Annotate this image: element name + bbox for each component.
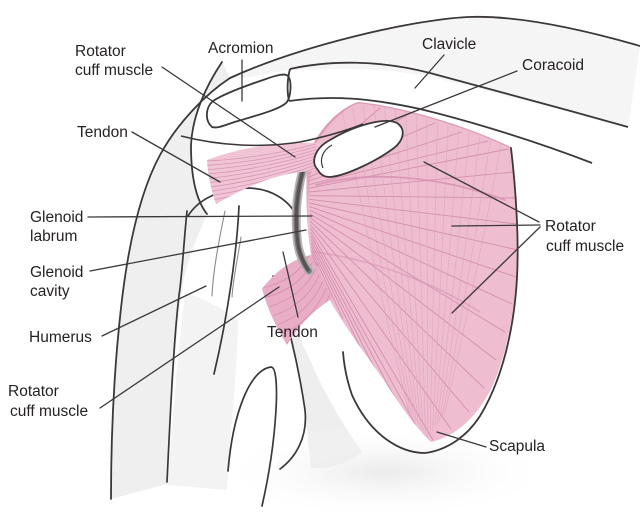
body-shading xyxy=(111,16,640,515)
shoulder-bones xyxy=(180,61,629,178)
leader-lines xyxy=(87,54,541,448)
scapula-bottom-shade xyxy=(215,424,555,515)
scapula-outline xyxy=(342,147,519,454)
muscle-fiber-line xyxy=(273,275,320,316)
muscle-fiber-line xyxy=(308,140,489,186)
body-outlines xyxy=(110,15,640,500)
label-scapula: Scapula xyxy=(489,438,545,455)
label-tendon-left: Tendon xyxy=(77,124,128,141)
leader-scapula xyxy=(436,431,487,448)
muscle-fiber-line xyxy=(209,154,319,179)
leader-tendon-left xyxy=(131,131,221,183)
teres-shade xyxy=(276,288,362,469)
leader-tendon-bottom xyxy=(282,251,299,318)
humerus-neck-line xyxy=(211,210,226,297)
label-glenoid-labrum: Glenoid xyxy=(30,209,83,226)
scapular-spine-line xyxy=(180,123,364,147)
deltoid-outer-line xyxy=(110,77,231,500)
muscle-fiber-line xyxy=(432,125,449,431)
muscle-fiber-line xyxy=(310,242,380,378)
muscle-fiber-line xyxy=(309,202,518,251)
muscle-fiber-line xyxy=(207,149,318,170)
leader-glenoid-labrum xyxy=(87,215,313,218)
muscle-fiber-line xyxy=(277,281,323,326)
muscle-fiber-line xyxy=(309,220,485,389)
muscle-fiber-line xyxy=(311,250,344,320)
muscle-fiber-line xyxy=(405,111,424,431)
muscle-fiber-line xyxy=(308,198,518,225)
muscle-fiber-line xyxy=(434,129,459,428)
leader-clavicle xyxy=(414,54,445,89)
label-rotator-cuff-right: cuff muscle xyxy=(546,238,624,255)
deltoid-shade xyxy=(111,62,230,499)
muscle-fiber-line xyxy=(309,209,513,305)
leader-humerus xyxy=(101,285,207,337)
label-rotator-cuff-bottom-left: cuff muscle xyxy=(10,403,88,420)
label-tendon-bottom: Tendon xyxy=(267,324,318,341)
muscle-fiber-line xyxy=(311,246,362,350)
muscle-fiber-line xyxy=(439,136,481,422)
coracoid-bone xyxy=(313,120,404,178)
glenoid-labrum-arc xyxy=(291,161,314,276)
muscle-fiber-line xyxy=(310,235,416,425)
deltoid-inner-line xyxy=(190,61,223,215)
muscle-fiber-line xyxy=(436,132,470,425)
fan-seam-lower xyxy=(313,251,481,313)
trapezius-neck-line xyxy=(229,15,640,79)
label-rotator-cuff-top-left: cuff muscle xyxy=(75,62,153,79)
leader-coracoid xyxy=(374,70,518,128)
muscle-fiber-line xyxy=(441,140,491,419)
label-humerus: Humerus xyxy=(29,329,92,346)
muscle-fiber-line xyxy=(310,231,434,441)
clavicle-top-edge xyxy=(289,61,629,128)
neck-shade xyxy=(230,16,640,128)
muscle-fiber-line xyxy=(210,157,319,183)
muscle-fiber-line xyxy=(207,146,317,166)
fan-top-edge-accent xyxy=(306,102,513,160)
label-clavicle: Clavicle xyxy=(422,36,476,53)
label-glenoid-labrum: labrum xyxy=(30,228,77,245)
muscle-fiber-line xyxy=(207,143,317,162)
muscle-fiber-line xyxy=(443,143,502,416)
muscle-fiber-line xyxy=(415,114,426,434)
label-glenoid-cavity: Glenoid xyxy=(30,264,83,281)
leader-rotator-cuff-right-upper xyxy=(423,161,540,223)
rotator-cuff-muscle-fan xyxy=(306,102,518,442)
muscle-fiber-line xyxy=(269,268,317,307)
leader-rotator-cuff-right-lower xyxy=(451,226,541,314)
leader-rotator-cuff-bottom-left xyxy=(99,286,280,409)
muscle-fiber-line xyxy=(208,152,318,175)
labrum-core xyxy=(294,165,310,272)
muscle-fiber-line xyxy=(308,171,514,193)
muscle-fiber-line xyxy=(281,288,327,335)
leader-rotator-cuff-right-middle xyxy=(451,224,541,227)
label-glenoid-cavity: cavity xyxy=(30,283,70,300)
humerus-shaft-left-line xyxy=(166,210,188,483)
leader-glenoid-cavity xyxy=(89,229,307,272)
label-rotator-cuff-bottom-left: Rotator xyxy=(8,383,59,400)
leader-rotator-cuff-top-left xyxy=(161,66,296,158)
label-rotator-cuff-right: Rotator xyxy=(545,218,596,235)
acromioclavicular-joint-line xyxy=(286,68,291,102)
muscle-fiber-line xyxy=(310,239,398,403)
label-rotator-cuff-top-left: Rotator xyxy=(75,43,126,60)
label-acromion: Acromion xyxy=(208,40,273,57)
subscap-fill xyxy=(262,255,333,345)
label-coracoid: Coracoid xyxy=(522,57,584,74)
muscle-fiber-line xyxy=(309,206,517,278)
bicipital-arch-line xyxy=(227,366,278,507)
humerus-shaft-right-line xyxy=(213,205,240,375)
labels: Rotator cuff muscle Acromion Clavicle Co… xyxy=(8,36,624,455)
muscle-fiber-line xyxy=(211,160,320,188)
coracoid-tip-detail xyxy=(320,144,333,169)
